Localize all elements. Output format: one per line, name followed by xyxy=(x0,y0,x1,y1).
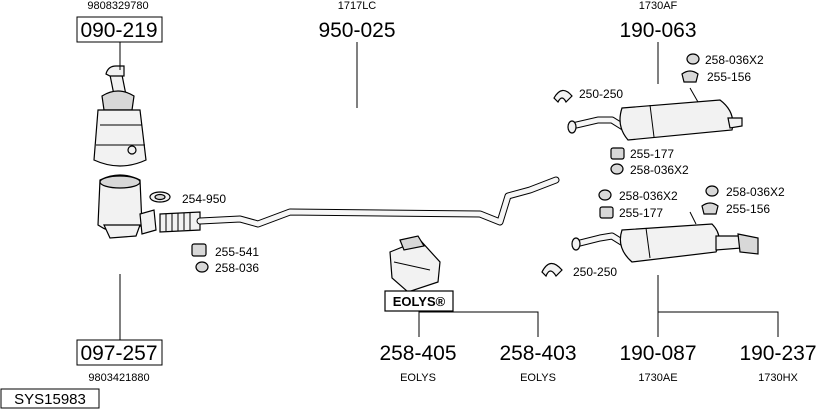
eolys-2-sub: EOLYS xyxy=(520,372,556,384)
cat-top-box xyxy=(76,16,163,43)
label-258-036x2-mid[interactable]: 258-036X2 xyxy=(630,163,689,177)
system-id-box xyxy=(0,388,100,409)
eolys-box-label: EOLYS® xyxy=(393,294,446,309)
eolys-1-sub: EOLYS xyxy=(400,372,436,384)
rubber-mount-icon xyxy=(195,261,209,273)
gasket-icon xyxy=(599,206,614,219)
rubber-mount-icon xyxy=(598,189,612,201)
cat-bottom-number[interactable]: 097-257 xyxy=(80,342,157,365)
clamp-icon xyxy=(149,191,171,203)
label-255-177-top[interactable]: 255-177 xyxy=(630,147,674,161)
muffler-b1-sub: 1730AE xyxy=(638,372,677,384)
gasket-icon xyxy=(191,243,207,257)
label-255-156-b[interactable]: 255-156 xyxy=(726,202,770,216)
label-258-036x2-b1[interactable]: 258-036X2 xyxy=(619,189,678,203)
front-pipe-drawing xyxy=(159,176,560,233)
label-250-250-b[interactable]: 250-250 xyxy=(573,265,617,279)
cat-bottom-ref: 9803421880 xyxy=(88,372,149,384)
cat-top-number[interactable]: 090-219 xyxy=(80,19,157,42)
rubber-mount-icon xyxy=(705,185,719,197)
cat-top-ref: 9808329780 xyxy=(87,0,148,12)
eolys-1-number[interactable]: 258-405 xyxy=(379,342,456,365)
hanger-icon xyxy=(681,70,699,83)
muffler-b1-number[interactable]: 190-087 xyxy=(619,342,696,365)
clamp-icon xyxy=(541,262,563,278)
gasket-icon xyxy=(610,147,625,160)
rear-muffler-top-number[interactable]: 190-063 xyxy=(619,19,696,42)
front-pipe-ref: 1717LC xyxy=(338,0,377,12)
hanger-icon xyxy=(701,202,719,215)
label-255-156-top[interactable]: 255-156 xyxy=(707,70,751,84)
label-250-250-top[interactable]: 250-250 xyxy=(579,87,623,101)
label-254-950[interactable]: 254-950 xyxy=(182,192,226,206)
rubber-mount-icon xyxy=(610,163,624,175)
catalyst-drawing xyxy=(93,65,157,239)
label-258-036x2-b2[interactable]: 258-036X2 xyxy=(726,185,785,199)
eolys-tank-drawing xyxy=(389,235,441,293)
label-258-036[interactable]: 258-036 xyxy=(215,261,259,275)
muffler-bottom-drawing xyxy=(571,211,759,263)
eolys-2-number[interactable]: 258-403 xyxy=(499,342,576,365)
system-id: SYS15983 xyxy=(14,391,86,408)
cat-bottom-box xyxy=(76,339,163,366)
front-pipe-number[interactable]: 950-025 xyxy=(318,19,395,42)
rear-muffler-top-ref: 1730AF xyxy=(639,0,678,12)
label-255-541[interactable]: 255-541 xyxy=(215,245,259,259)
label-258-036x2-top[interactable]: 258-036X2 xyxy=(705,53,764,67)
muffler-b2-number[interactable]: 190-237 xyxy=(739,342,816,365)
clamp-icon xyxy=(553,89,573,104)
rear-muffler-top-drawing xyxy=(567,87,743,141)
muffler-b2-sub: 1730HX xyxy=(758,372,798,384)
rubber-mount-icon xyxy=(686,53,700,65)
label-255-177-b[interactable]: 255-177 xyxy=(619,206,663,220)
